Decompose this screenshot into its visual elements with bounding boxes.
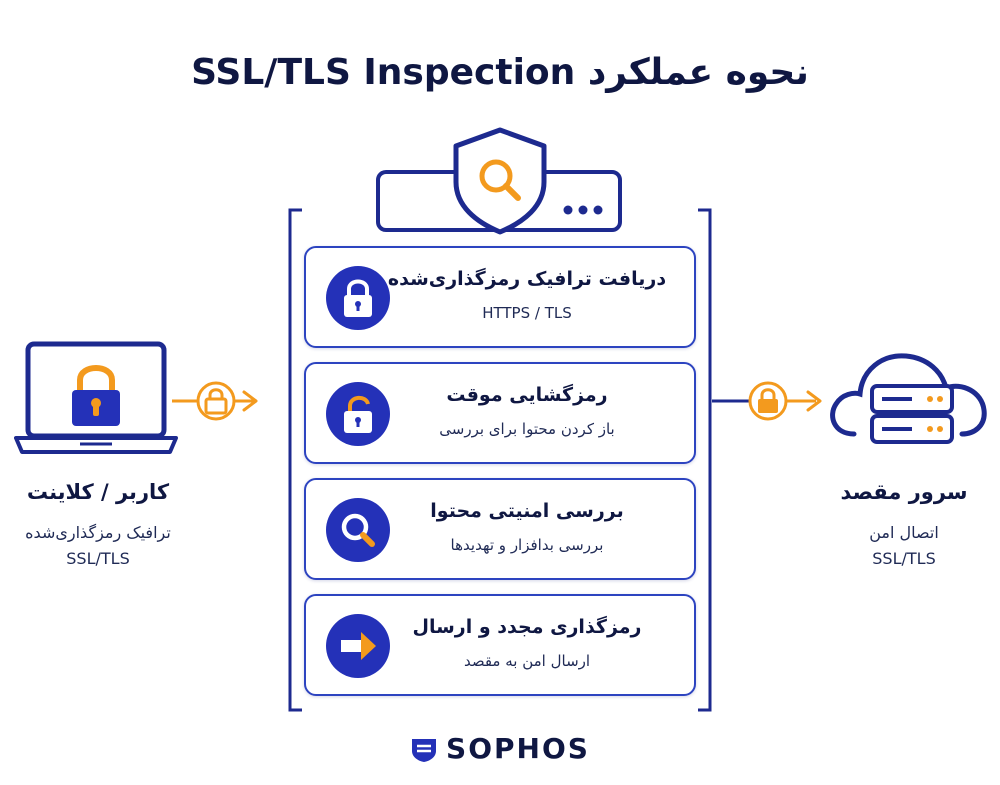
client-title: کاربر / کلاینت [26,480,170,504]
server-title: سرور مقصد [840,480,968,504]
unlock-icon [326,382,390,446]
arrow-right-icon [326,614,390,678]
step-title: دریافت ترافیک رمزگذاری‌شده [387,268,667,290]
lock-icon [326,266,390,330]
step-receive-encrypted: دریافت ترافیک رمزگذاری‌شده HTTPS / TLS [304,246,696,348]
step-title: رمزگذاری مجدد و ارسال [412,616,642,638]
step-title: بررسی امنیتی محتوا [430,500,624,522]
server-subtitle-line1: اتصال امن [869,523,939,542]
step-subtitle: بررسی بدافزار و تهدیدها [450,536,604,554]
client-subtitle-line1: ترافیک رمزگذاری‌شده [25,523,171,542]
process-bracket [288,208,712,712]
sophos-shield-icon [410,735,438,763]
brand-name: SOPHOS [446,732,590,765]
step-subtitle: ارسال امن به مقصد [463,652,591,670]
firewall-to-server-connector [712,376,832,426]
server-subtitle-line2: SSL/TLS [872,549,936,568]
client-subtitle-line2: SSL/TLS [66,549,130,568]
brand-logo: SOPHOS [0,732,1000,767]
firewall-device-icon [372,126,628,238]
step-temporary-decrypt: رمزگشایی موقت باز کردن محتوا برای بررسی [304,362,696,464]
page-title: نحوه عملکرد SSL/TLS Inspection [191,52,809,93]
laptop-lock-icon [14,340,178,458]
step-subtitle: HTTPS / TLS [482,304,572,322]
step-reencrypt-send: رمزگذاری مجدد و ارسال ارسال امن به مقصد [304,594,696,696]
step-title: رمزگشایی موقت [446,384,608,406]
cloud-server-icon [822,330,992,456]
step-subtitle: باز کردن محتوا برای بررسی [439,420,615,438]
step-content-inspection: بررسی امنیتی محتوا بررسی بدافزار و تهدید… [304,478,696,580]
client-to-firewall-connector [172,376,284,426]
magnifier-icon [326,498,390,562]
